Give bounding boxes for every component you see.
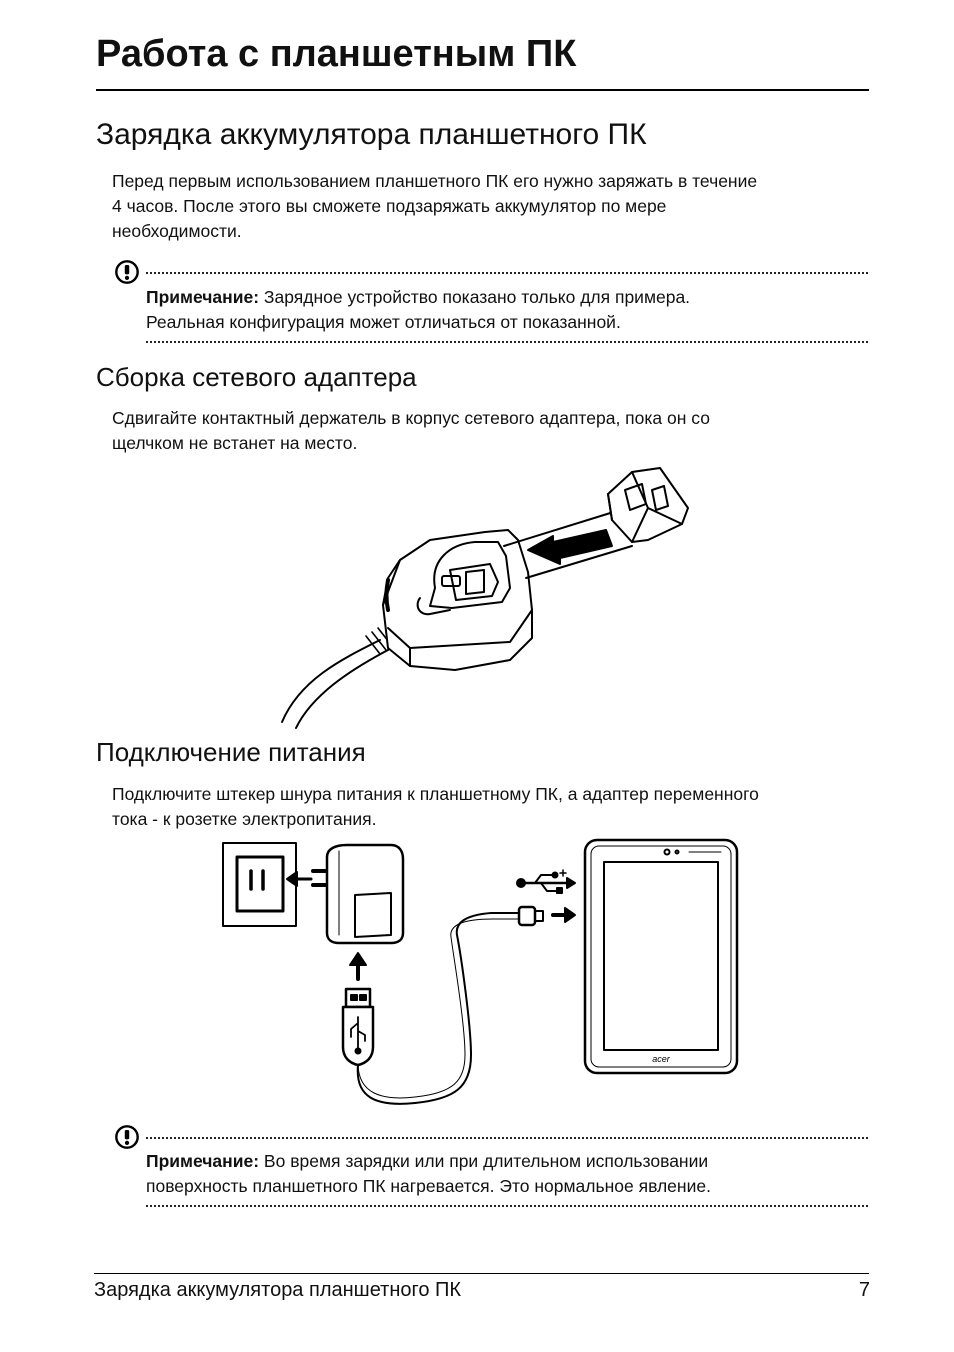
wall-socket — [222, 842, 297, 927]
footer-section-label: Зарядка аккумулятора планшетного ПК — [94, 1279, 462, 1301]
section-title-power: Подключение питания — [96, 737, 366, 767]
note-label: Примечание: — [146, 287, 260, 307]
page-number: 7 — [858, 1279, 870, 1301]
note-label: Примечание: — [146, 1151, 260, 1171]
charging-intro-line: необходимости. — [112, 221, 242, 241]
title-rule — [96, 89, 869, 91]
note-divider-bottom — [146, 341, 868, 343]
section-title-adapter: Сборка сетевого адаптера — [96, 362, 417, 392]
adapter-assembly-illustration — [281, 467, 689, 729]
note-body: Зарядное устройство показано только для … — [259, 287, 691, 307]
note-divider-top — [146, 1137, 868, 1139]
adapter-text: Сдвигайте контактный держатель в корпус … — [112, 406, 872, 456]
note-divider-top — [146, 272, 868, 274]
adapter-text-line: Сдвигайте контактный держатель в корпус … — [112, 408, 710, 428]
note-divider-bottom — [146, 1205, 868, 1207]
footer-rule — [94, 1273, 869, 1274]
note-text: Примечание: Зарядное устройство показано… — [146, 285, 866, 335]
tablet-brand-label: acer — [652, 1054, 671, 1064]
note-body: Реальная конфигурация может отличаться о… — [146, 312, 621, 332]
page-title: Работа с планшетным ПК — [96, 33, 577, 75]
note-text: Примечание: Во время зарядки или при дли… — [146, 1149, 866, 1199]
power-text-line: Подключите штекер шнура питания к планше… — [112, 784, 759, 804]
adapter-text-line: щелчком не встанет на место. — [112, 433, 358, 453]
note-body: поверхность планшетного ПК нагревается. … — [146, 1176, 711, 1196]
charging-intro-line: Перед первым использованием планшетного … — [112, 171, 758, 191]
power-text: Подключите штекер шнура питания к планше… — [112, 782, 872, 832]
section-title-charging: Зарядка аккумулятора планшетного ПК — [96, 118, 647, 151]
note-icon — [115, 1125, 139, 1149]
note-icon — [115, 260, 139, 284]
note-body: Во время зарядки или при длительном испо… — [259, 1151, 709, 1171]
power-text-line: тока - к розетке электропитания. — [112, 809, 377, 829]
charging-intro: Перед первым использованием планшетного … — [112, 169, 872, 244]
power-connection-illustration: acer — [222, 838, 739, 1105]
charging-intro-line: 4 часов. После этого вы сможете подзаряж… — [112, 196, 667, 216]
